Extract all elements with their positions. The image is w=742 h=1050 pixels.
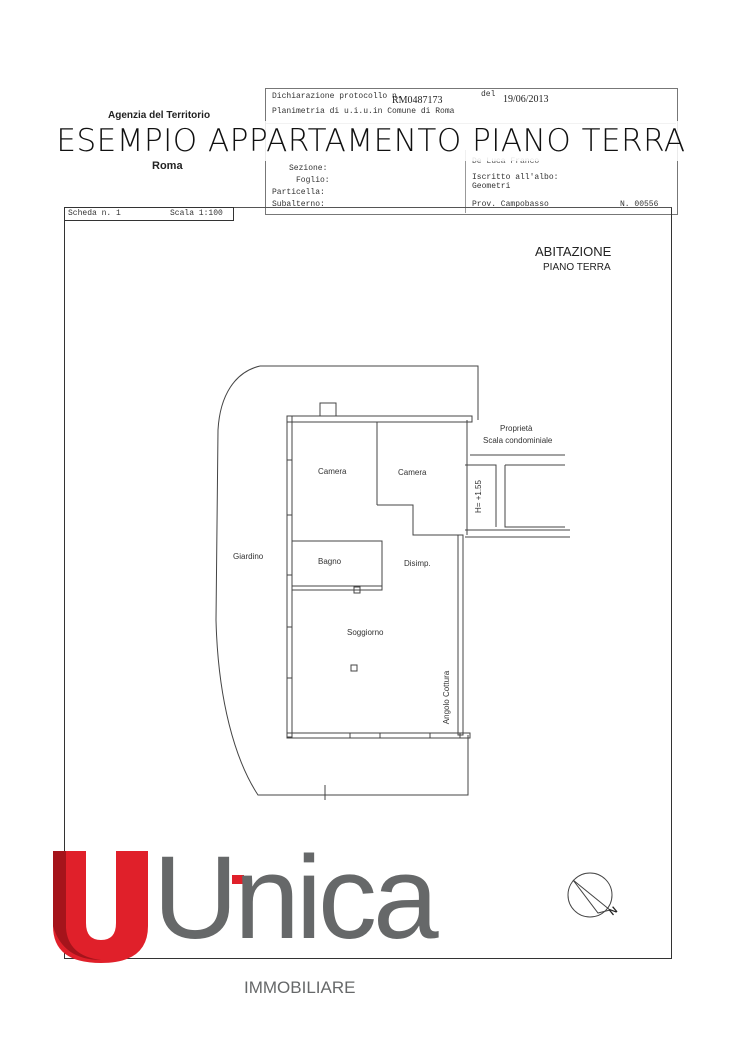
subalterno: Subalterno: (272, 200, 325, 209)
albo: Geometri (472, 182, 511, 191)
scheda-box (64, 207, 234, 221)
plan-title: ABITAZIONE (535, 244, 612, 259)
header-divider (465, 150, 466, 213)
room-camera-2: Camera (398, 468, 427, 477)
room-soggiorno: Soggiorno (347, 628, 384, 637)
chimney (319, 402, 337, 417)
sezione: Sezione: (289, 164, 328, 173)
height-note: H= +1.55 (473, 480, 483, 513)
scala: Scala 1:100 (170, 209, 223, 218)
room-disimpegno: Disimp. (404, 559, 431, 568)
date: 19/06/2013 (503, 94, 549, 105)
albo-label: Iscritto all'albo: (472, 173, 559, 182)
foglio: Foglio: (296, 176, 330, 185)
wall (286, 415, 293, 738)
room-camera-1: Camera (318, 467, 347, 476)
logo-wordmark: Unica (153, 832, 439, 964)
north-arrow-icon (567, 872, 613, 918)
proprieta: Proprietà (500, 424, 533, 433)
protocol-number: RM0487173 (392, 95, 443, 106)
logo-i-dot (232, 875, 244, 884)
angolo-cottura: Angolo Cottura (442, 670, 452, 725)
register-number: N. 00556 (620, 200, 659, 209)
agency-city: Roma (152, 160, 183, 172)
protocol-label: Dichiarazione protocollo n. (272, 92, 402, 101)
logo: Unica IMMOBILIARE (48, 838, 439, 1008)
agency-name: Agenzia del Territorio (108, 110, 211, 121)
garden-boundary (215, 365, 479, 796)
surveyor: De Luca Franco (472, 157, 540, 166)
overlay-title: ESEMPIO APPARTAMENTO PIANO TERRA (0, 121, 742, 161)
logo-u-mark (53, 851, 148, 963)
particella: Particella: (272, 188, 325, 197)
planimetry: Planimetria di u.i.u.in Comune di Roma (272, 107, 455, 116)
province: Prov. Campobasso (472, 200, 549, 209)
area-giardino: Giardino (233, 552, 264, 561)
scala-condominiale: Scala condominiale (483, 436, 553, 445)
date-label: del (481, 90, 496, 99)
wall (286, 415, 473, 423)
logo-subtitle: IMMOBILIARE (244, 978, 356, 997)
plan-frame (64, 207, 672, 959)
wall (286, 732, 471, 739)
plan-subtitle: PIANO TERRA (543, 262, 611, 273)
scheda: Scheda n. 1 (68, 209, 121, 218)
room-bagno: Bagno (318, 557, 342, 566)
wall (457, 534, 464, 736)
